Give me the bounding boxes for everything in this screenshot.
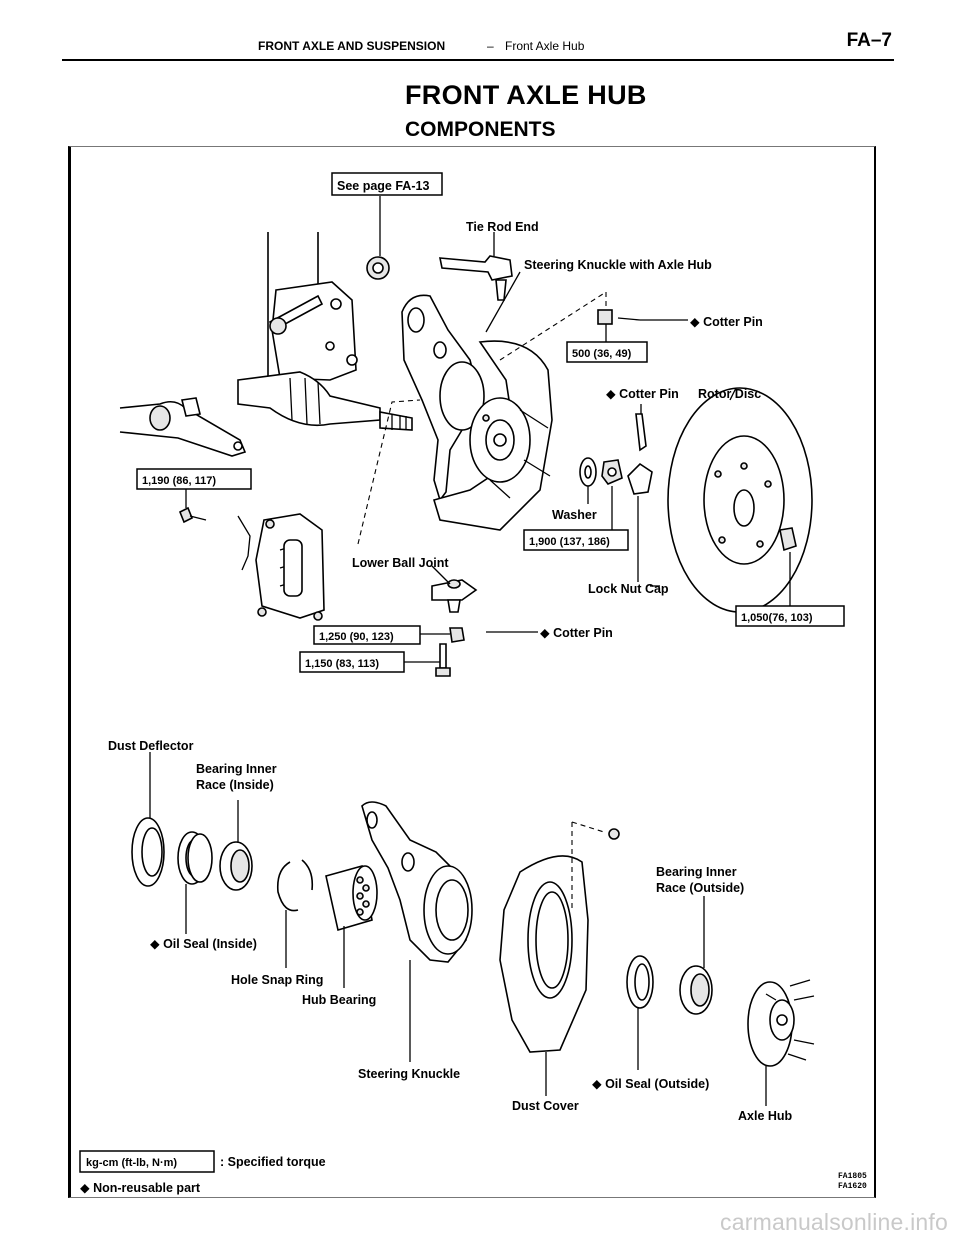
torque-1050-label: 1,050(76, 103) [741,612,813,624]
strut-nut [366,196,390,280]
lower-ball-joint [431,565,478,613]
cotter-pin-1-label: ◆ Cotter Pin [690,315,763,329]
dust-cover-lower [499,821,620,1096]
section-title: COMPONENTS [405,118,556,141]
cotter-pin-2-label: ◆ Cotter Pin [606,387,679,401]
hub-bearing-label: Hub Bearing [302,993,376,1007]
oil-seal-inside [177,831,213,934]
legend-non-reusable: ◆ Non-reusable part [80,1181,201,1195]
torque-box-1050: 1,050(76, 103) [735,605,845,627]
steering-knuckle-lower [361,801,473,1062]
torque-box-500: 500 (36, 49) [566,341,648,363]
watermark: carmanualsonline.info [720,1209,948,1235]
oil-seal-inside-label: ◆ Oil Seal (Inside) [150,937,257,951]
strut-assembly [267,232,358,381]
rotor-disc-label: Rotor Disc [698,387,761,401]
legend-unit-box: kg-cm (ft-lb, N·m) [86,1157,177,1169]
figure-code-2: FA1620 [838,1182,867,1191]
axle-hub-lower [747,979,815,1106]
torque-box-1900: 1,900 (137, 186) [523,529,629,551]
brake-caliper [237,513,325,621]
hub-bearing [325,864,378,988]
ball-joint-bolt [404,643,451,677]
lower-ball-joint-label: Lower Ball Joint [352,556,449,570]
castle-nut-upper [597,309,688,344]
lower-arm [119,397,247,457]
drive-shaft [237,371,413,431]
torque-500-label: 500 (36, 49) [572,348,632,360]
axle-hub-upper [469,397,551,499]
header-rule [62,59,894,61]
page-number: FA–7 [846,30,892,51]
oil-seal-outside [626,955,654,1070]
steering-knuckle-upper [401,294,485,502]
legend-torque: kg-cm (ft-lb, N·m) : Specified torque [79,1150,326,1173]
dust-deflector [131,752,165,887]
washer-label: Washer [552,508,597,522]
cotter-pin-mid [635,404,647,452]
bearing-inner-race-outside-label-2: Race (Outside) [656,881,744,895]
tie-rod-end [439,232,513,301]
dust-deflector-label: Dust Deflector [108,739,194,753]
bearing-inner-race-inside-label-1: Bearing Inner [196,762,277,776]
cotter-pin-3-label: ◆ Cotter Pin [540,626,613,640]
torque-1150-label: 1,150 (83, 113) [305,658,379,670]
legend-unit-text: : Specified torque [220,1155,326,1169]
figure-frame [68,146,876,1198]
torque-1900-label: 1,900 (137, 186) [529,536,610,548]
bearing-inner-race-inside-label-2: Race (Inside) [196,778,274,792]
bearing-inner-race-inside [219,800,253,891]
dust-cover-label: Dust Cover [512,1099,579,1113]
rotor-disc [667,387,813,613]
dust-cover-upper [432,340,553,531]
see-page-label: See page FA-13 [337,179,429,193]
torque-box-1190: 1,190 (86, 117) [136,468,252,490]
hub-nut-right [779,527,797,612]
torque-box-see-page: See page FA-13 [331,172,443,196]
page-title: FRONT AXLE HUB [405,80,647,110]
bearing-inner-race-outside [679,896,713,1015]
steering-knuckle-label: Steering Knuckle [358,1067,460,1081]
lock-nut-cap-label: Lock Nut Cap [588,582,669,596]
torque-box-1150: 1,150 (83, 113) [299,651,405,673]
hole-snap-ring [276,859,314,968]
steering-knuckle-with-axle-hub-label: Steering Knuckle with Axle Hub [524,258,712,272]
axle-hub-label: Axle Hub [738,1109,793,1123]
header-section-title: FRONT AXLE AND SUSPENSION [258,39,446,53]
caliper-bolt [178,484,207,524]
figure-code-1: FA1805 [838,1172,867,1181]
washer-nut-cap [579,457,660,587]
hole-snap-ring-label: Hole Snap Ring [231,973,323,987]
tie-rod-end-label: Tie Rod End [466,220,539,234]
ball-joint-nut [420,627,538,643]
torque-1250-label: 1,250 (90, 123) [319,631,394,643]
bearing-inner-race-outside-label-1: Bearing Inner [656,865,737,879]
header-subsection-title: Front Axle Hub [505,39,585,53]
torque-box-1250: 1,250 (90, 123) [313,625,421,645]
torque-1190-label: 1,190 (86, 117) [142,475,216,487]
oil-seal-outside-label: ◆ Oil Seal (Outside) [592,1077,709,1091]
header-separator: – [487,39,494,53]
